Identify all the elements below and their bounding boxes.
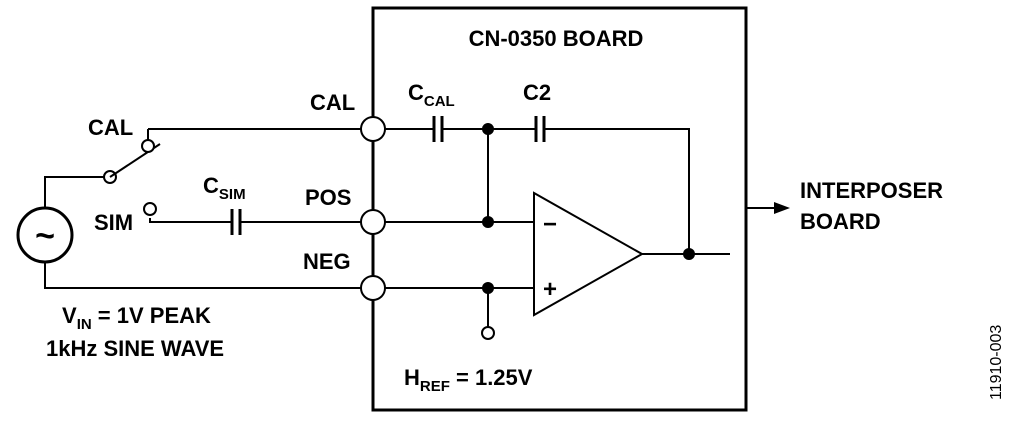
arrow-right-icon: [774, 202, 790, 214]
capacitor-c-sim: [230, 209, 242, 235]
pin-neg-label: NEG: [303, 249, 351, 274]
switch: [103, 129, 161, 216]
opamp-minus: −: [543, 211, 557, 238]
junction-dot: [482, 282, 494, 294]
pin-cal-label: CAL: [310, 90, 355, 115]
capacitor-c2: [534, 116, 546, 142]
pin-neg: [360, 275, 386, 301]
junction-dot: [683, 248, 695, 260]
board-title: CN-0350 BOARD: [469, 26, 644, 51]
pin-cal: [360, 116, 386, 142]
source-vin-label: VIN = 1V PEAK: [62, 303, 211, 333]
junction-dot: [482, 123, 494, 135]
opamp-plus: +: [543, 276, 557, 303]
figure-id: 11910-003: [988, 325, 1005, 400]
output-label-line1: INTERPOSER: [800, 178, 943, 203]
c-cal-label: CCAL: [408, 80, 455, 110]
pin-pos: [360, 209, 386, 235]
c2-label: C2: [523, 80, 551, 105]
switch-cal-contact: [141, 139, 155, 153]
c-sim-label: CSIM: [203, 173, 246, 203]
switch-cal-label: CAL: [88, 115, 133, 140]
junction-dot: [482, 216, 494, 228]
source-circle-icon: [16, 206, 74, 264]
href-terminal: [481, 326, 495, 340]
ac-source: ~: [16, 206, 74, 264]
opamp-triangle: [533, 191, 645, 317]
capacitor-c-cal: [432, 116, 444, 142]
href-label: HREF = 1.25V: [404, 365, 533, 395]
switch-sim-label: SIM: [94, 210, 133, 235]
output-label-line2: BOARD: [800, 209, 881, 234]
switch-sim-contact: [143, 202, 157, 216]
source-freq-label: 1kHz SINE WAVE: [46, 336, 224, 361]
wires: [44, 128, 730, 327]
sine-wave-icon: ~: [35, 217, 55, 255]
pin-pos-label: POS: [305, 185, 351, 210]
